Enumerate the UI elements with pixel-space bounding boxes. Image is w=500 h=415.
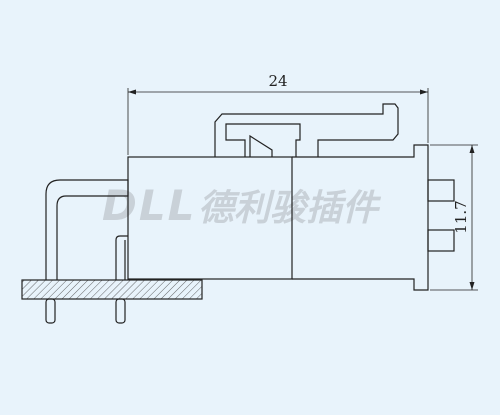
housing-body — [127, 156, 293, 280]
dim-width-label: 24 — [268, 72, 287, 90]
terminal-upper — [427, 179, 455, 202]
latch-hook — [249, 134, 273, 157]
watermark-logo: DLL — [102, 181, 196, 230]
dim-24-arrow-left — [128, 89, 136, 95]
latch-outer — [214, 103, 399, 157]
dim-height-label: 11.7 — [452, 200, 470, 233]
terminal-lower — [427, 229, 455, 252]
pin-left-lower — [45, 298, 56, 324]
pin-inner-stub — [115, 235, 128, 280]
latch-inner — [225, 123, 301, 157]
dim-11-7-arrow-bottom — [469, 282, 475, 290]
dim-24-arrow-right — [420, 89, 428, 95]
pin-right-lower — [115, 298, 126, 324]
housing-front — [292, 144, 429, 291]
watermark-company-name: 德利骏插件 — [198, 188, 382, 229]
dim-11-7-arrow-top — [469, 145, 475, 153]
pcb-board — [21, 279, 203, 300]
